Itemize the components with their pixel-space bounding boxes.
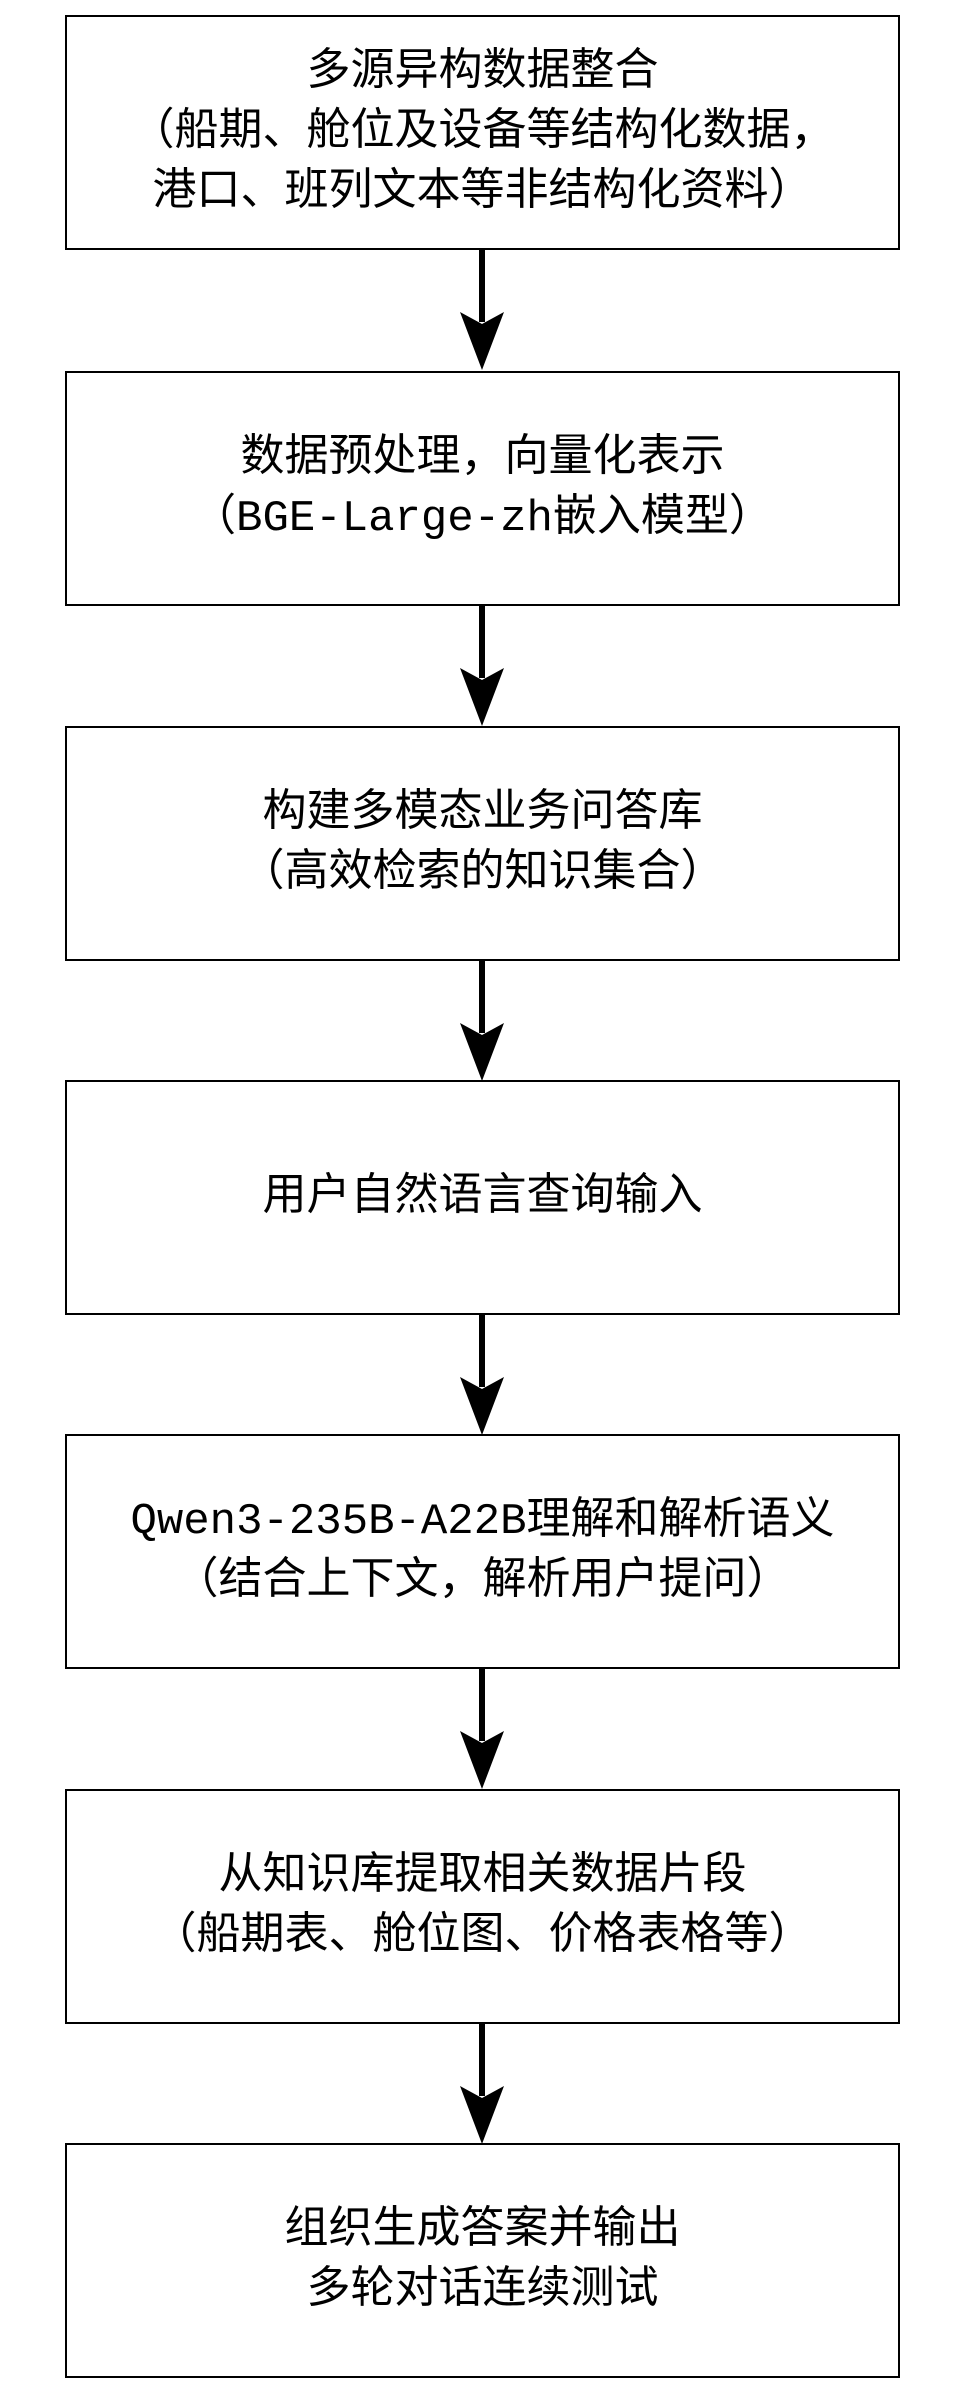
flow-arrow-down bbox=[460, 2024, 504, 2144]
step-text: 组织生成答案并输出 bbox=[284, 2205, 681, 2256]
flow-arrow-down bbox=[460, 250, 504, 370]
flow-arrow-down bbox=[460, 961, 504, 1081]
step-box-answer-generation: 组织生成答案并输出 多轮对话连续测试 bbox=[65, 2143, 900, 2378]
step-box-semantic-parsing: Qwen3-235B-A22B理解和解析语义 （结合上下文，解析用户提问） bbox=[65, 1434, 900, 1669]
step-text: 港口、班列文本等非结构化资料） bbox=[152, 167, 813, 218]
step-text: （BGE-Large-zh嵌入模型） bbox=[192, 493, 773, 544]
step-text: 从知识库提取相关数据片段 bbox=[218, 1851, 747, 1902]
step-box-data-integration: 多源异构数据整合 （船期、舱位及设备等结构化数据， 港口、班列文本等非结构化资料… bbox=[65, 15, 900, 250]
step-text: 用户自然语言查询输入 bbox=[262, 1172, 703, 1223]
step-text: （高效检索的知识集合） bbox=[240, 848, 725, 899]
step-box-qa-library: 构建多模态业务问答库 （高效检索的知识集合） bbox=[65, 726, 900, 961]
step-text: 构建多模态业务问答库 bbox=[262, 788, 703, 839]
step-box-user-query: 用户自然语言查询输入 bbox=[65, 1080, 900, 1315]
step-box-preprocessing: 数据预处理，向量化表示 （BGE-Large-zh嵌入模型） bbox=[65, 371, 900, 606]
step-text: Qwen3-235B-A22B理解和解析语义 bbox=[130, 1496, 835, 1547]
flow-arrow-down bbox=[460, 1315, 504, 1435]
step-text: （船期、舱位及设备等结构化数据， bbox=[130, 107, 835, 158]
flow-arrow-down bbox=[460, 1669, 504, 1789]
step-box-retrieval: 从知识库提取相关数据片段 （船期表、舱位图、价格表格等） bbox=[65, 1789, 900, 2024]
step-text: 多轮对话连续测试 bbox=[306, 2265, 659, 2316]
step-text: （船期表、舱位图、价格表格等） bbox=[152, 1911, 813, 1962]
flow-arrow-down bbox=[460, 606, 504, 726]
step-text: 多源异构数据整合 bbox=[306, 47, 659, 98]
step-text: （结合上下文，解析用户提问） bbox=[174, 1556, 791, 1607]
step-text: 数据预处理，向量化表示 bbox=[240, 433, 725, 484]
